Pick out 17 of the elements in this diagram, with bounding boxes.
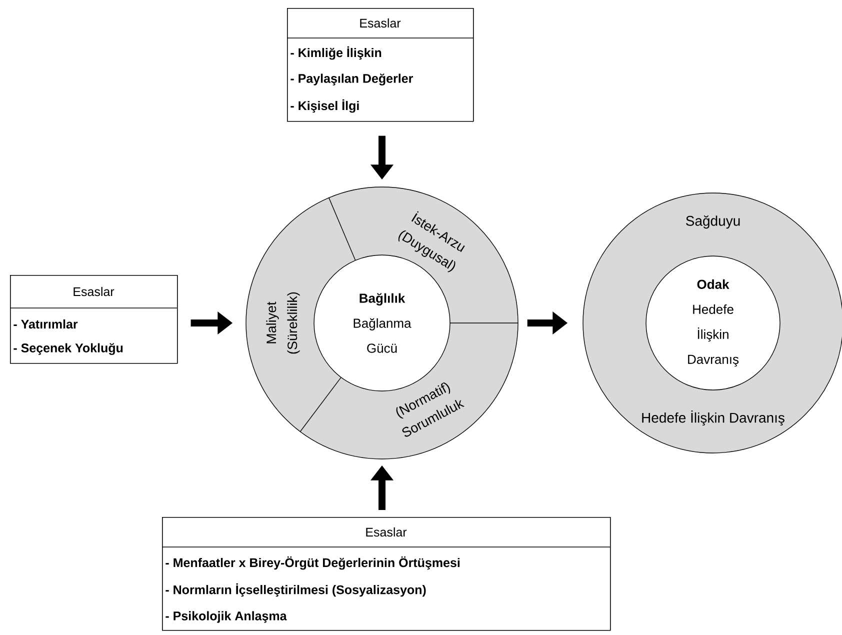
list-box xyxy=(286,8,474,122)
list-item: - Kişisel İlgi xyxy=(290,99,359,113)
list-box xyxy=(162,517,611,631)
ring-label: Sağduyu xyxy=(686,215,740,229)
box-heading: Esaslar xyxy=(74,286,114,296)
segment-label: Maliyet (Süreklilik) xyxy=(266,292,300,354)
list-box xyxy=(10,275,178,364)
list-item: - Seçenek Yokluğu xyxy=(14,343,123,355)
list-item: - Kimliğe İlişkin xyxy=(290,46,382,60)
list-item: - Normların İçselleştirilmesi (Sosyalizasyon) xyxy=(166,583,426,597)
list-item: - Yatırımlar xyxy=(14,319,78,329)
list-item: - Menfaatler x Birey-Örgüt Değerlerinin Örtüşmesi xyxy=(166,556,460,570)
box-heading: Esaslar xyxy=(366,527,407,537)
box-heading: Esaslar xyxy=(360,18,401,28)
list-item: - Paylaşılan Değerler xyxy=(290,74,413,86)
ring-label: Hedefe İlişkin Davranış xyxy=(642,410,784,426)
list-item: - Psikolojik Anlaşma xyxy=(166,611,287,623)
